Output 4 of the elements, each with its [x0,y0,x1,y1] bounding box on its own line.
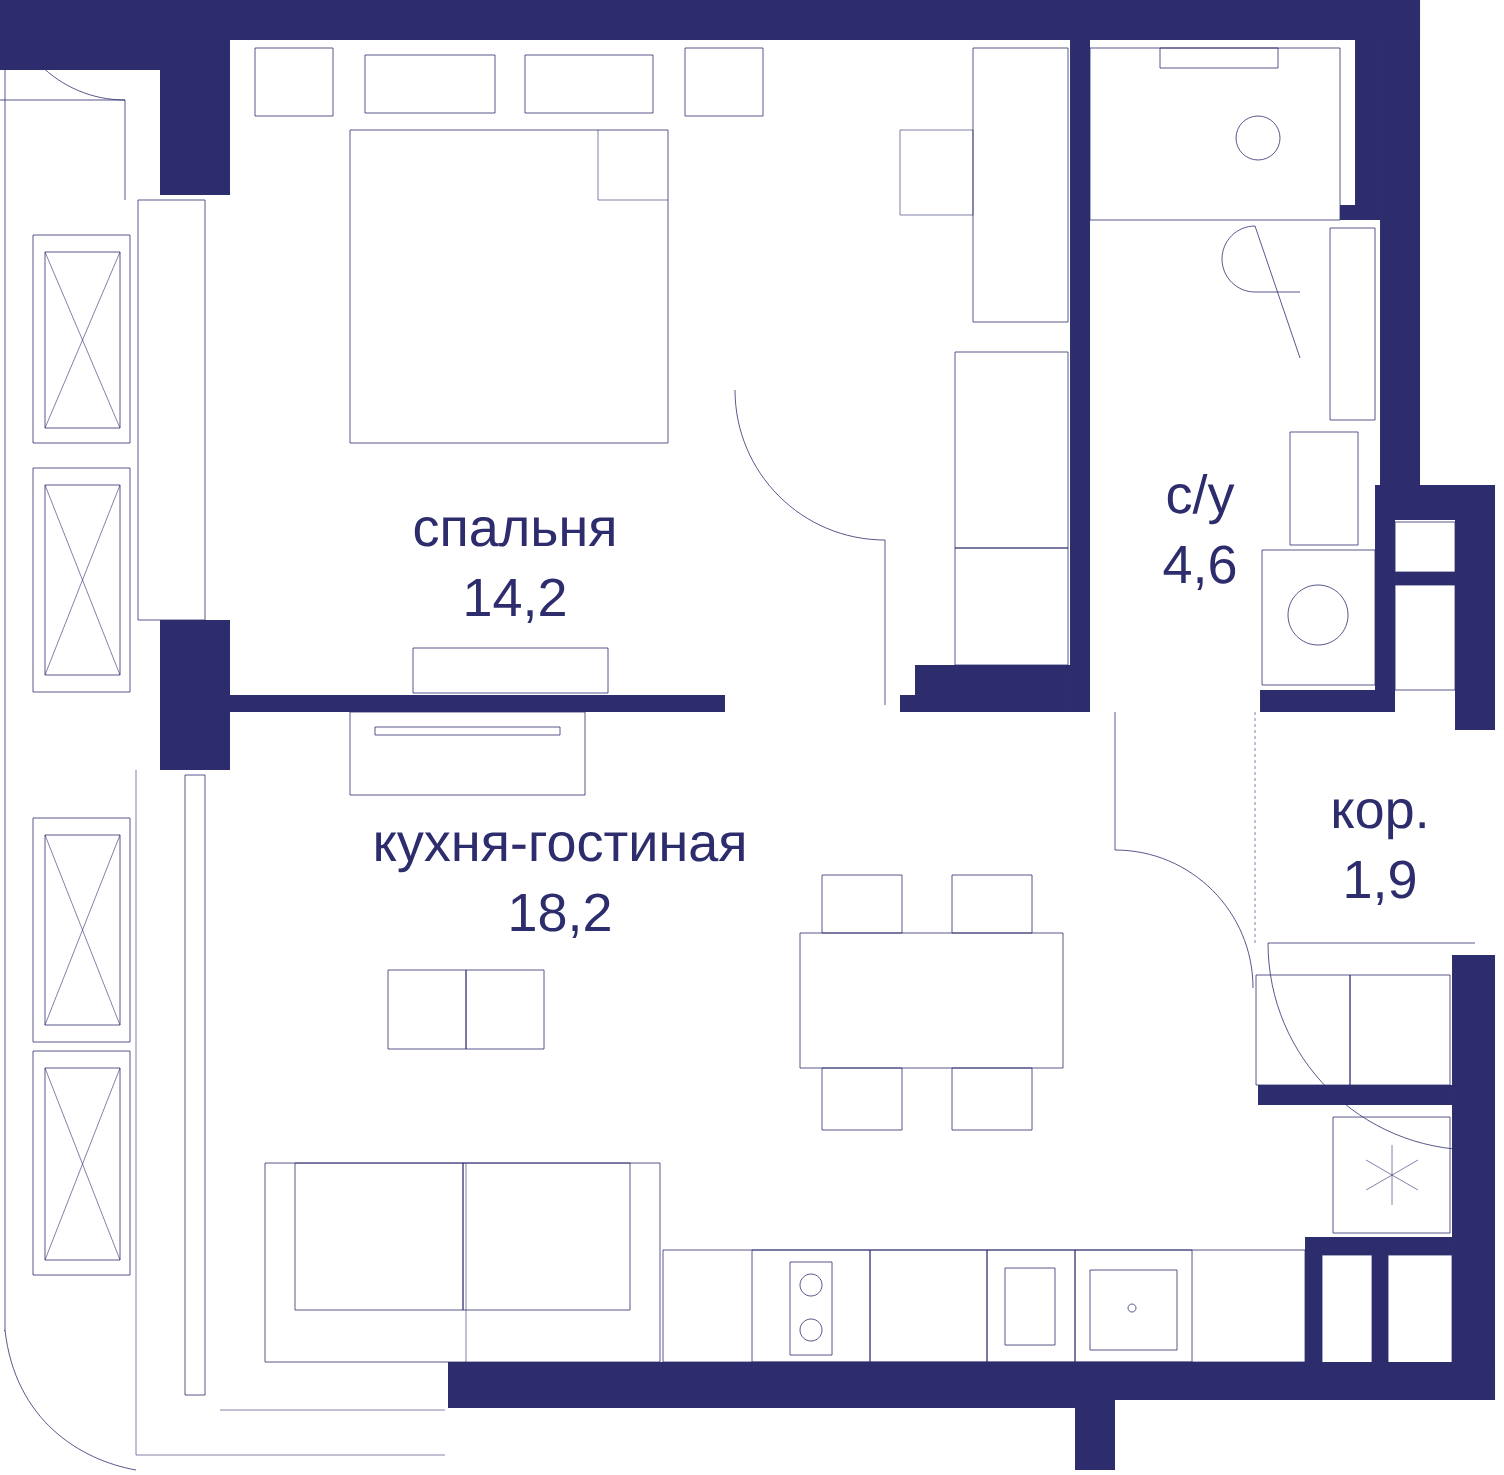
room-label: кор. 1,9 [1334,799,1425,905]
room-label: кухня-гостиная 18,2 [376,832,744,938]
room-label: спальня 14,2 [414,517,614,623]
room-label: с/у 4,6 [1163,474,1236,590]
